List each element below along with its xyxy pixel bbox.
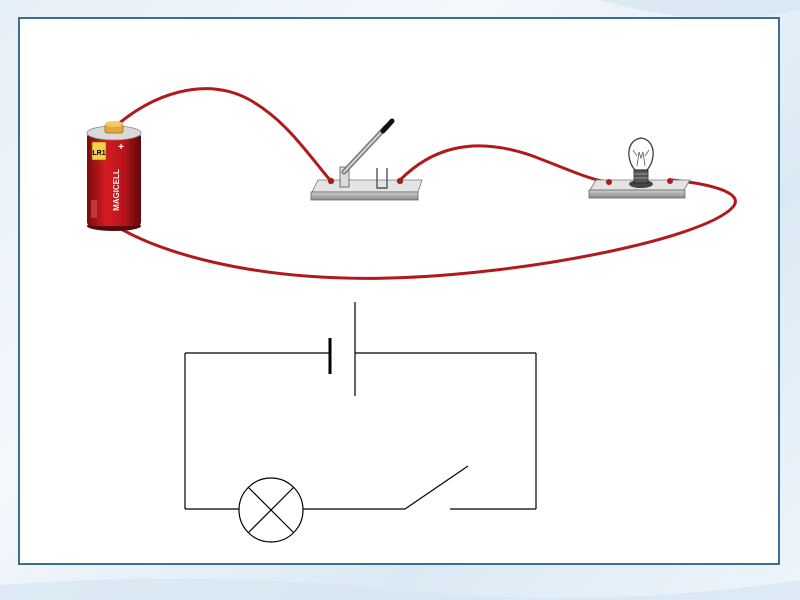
- wire-battery-to-switch: [113, 87, 332, 182]
- knife-switch: [310, 118, 423, 201]
- light-bulb: [588, 137, 691, 199]
- battery-brand-label: MAGICELL: [112, 169, 121, 211]
- wires: [108, 87, 737, 280]
- circuit-schematic: [184, 302, 537, 543]
- battery-size-label: LR1: [92, 150, 105, 157]
- battery: LR1 + MAGICELL: [86, 121, 142, 231]
- schematic-switch-blade: [404, 465, 469, 510]
- slide-frame: [18, 17, 780, 565]
- schematic-lamp-symbol: [238, 477, 304, 543]
- wire-switch-to-bulb: [398, 144, 610, 184]
- battery-plus-sign: +: [118, 142, 124, 153]
- wire-bulb-to-battery: [108, 178, 737, 280]
